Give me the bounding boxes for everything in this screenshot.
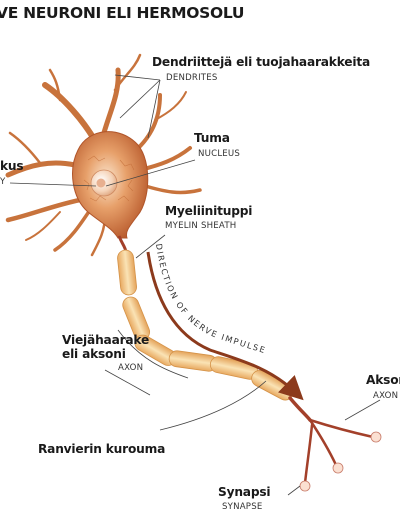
nucleolus-label-en: Y bbox=[0, 177, 6, 187]
axon-label-en: AXON bbox=[118, 363, 144, 373]
nucleolus bbox=[96, 178, 106, 188]
diagram-title: VE NEURONI ELI HERMOSOLU bbox=[0, 4, 245, 22]
direction-arrow bbox=[146, 251, 304, 401]
cell-texture bbox=[83, 155, 135, 202]
dendrites-label: Dendriittejä eli tuojahaarakkeita bbox=[152, 55, 370, 69]
axon-terminal-label: Akson bbox=[366, 373, 400, 387]
direction-text: DIRECTION OF NERVE IMPULSE bbox=[154, 243, 268, 356]
axon-label-line2: eli aksoni bbox=[62, 347, 126, 361]
synapse-label: Synapsi bbox=[218, 485, 271, 499]
axon-terminals bbox=[288, 396, 375, 485]
leader-lines bbox=[9, 74, 381, 496]
myelin-label-en: MYELIN SHEATH bbox=[165, 221, 237, 231]
nucleus-label-en: NUCLEUS bbox=[198, 149, 241, 159]
ranvier-label: Ranvierin kurouma bbox=[38, 442, 166, 456]
nucleus-label: Tuma bbox=[194, 131, 230, 145]
synapse-label-en: SYNAPSE bbox=[222, 502, 263, 512]
myelin-sheath bbox=[117, 249, 294, 401]
myelin-label: Myeliinituppi bbox=[165, 204, 253, 218]
nucleolus-label: kus bbox=[0, 159, 24, 173]
axon-terminal-label-en: AXON bbox=[373, 391, 399, 401]
axon-label-line1: Viejähaarake bbox=[62, 333, 150, 347]
dendrites-label-en: DENDRITES bbox=[166, 73, 218, 83]
